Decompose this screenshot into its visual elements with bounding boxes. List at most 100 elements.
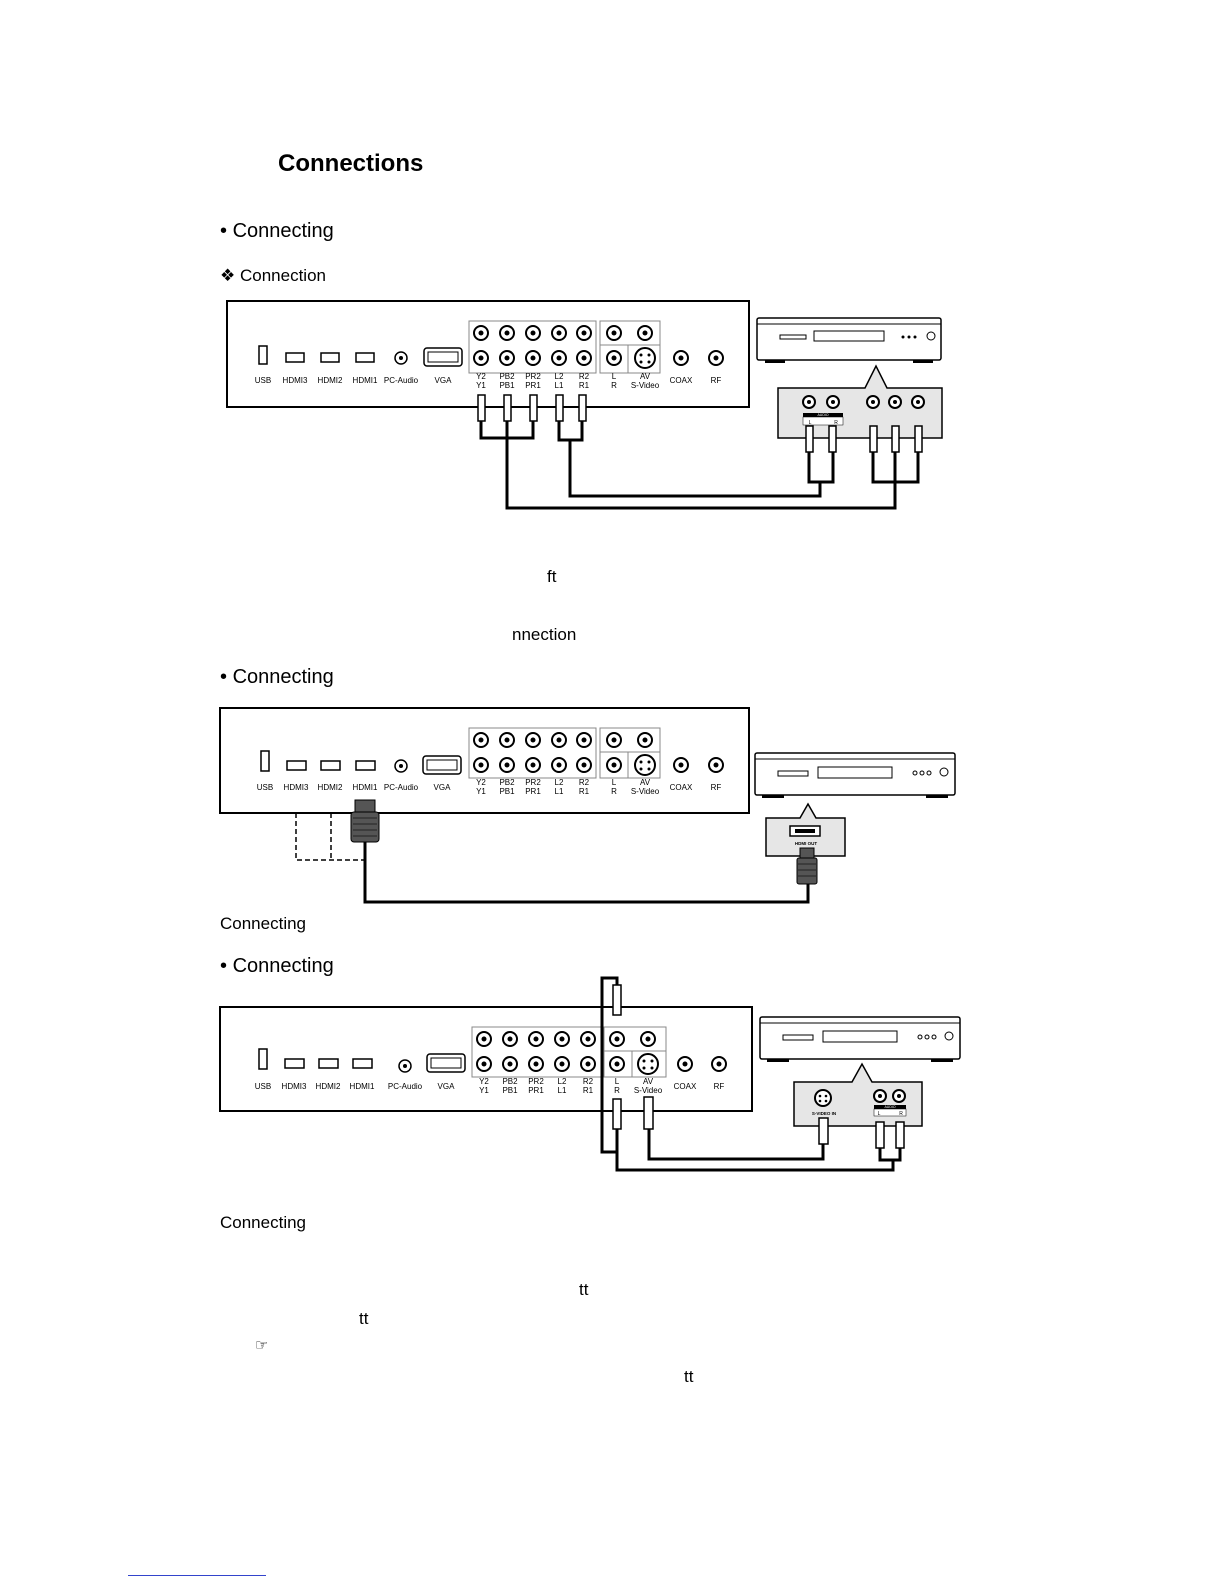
hdmi-out-label: HDMI OUT xyxy=(795,841,817,846)
section1-heading-text: Connecting xyxy=(232,220,334,242)
port-label-pc-audio: PC-Audio xyxy=(384,376,419,385)
section3-heading: • Connecting xyxy=(220,955,334,977)
jack-label-pb1: PB1 xyxy=(502,1086,518,1095)
jack-label-l2: L2 xyxy=(558,1077,567,1086)
port-label-hdmi1: HDMI1 xyxy=(350,1082,375,1091)
jack-label-rf: RF xyxy=(711,783,722,792)
jack-label-l1: L1 xyxy=(558,1086,567,1095)
jack-label-r: R xyxy=(614,1086,620,1095)
jack-label-y2: Y2 xyxy=(476,778,486,787)
dvd-player-3 xyxy=(759,1016,961,1062)
port-label-usb: USB xyxy=(257,783,273,792)
svideo-cables xyxy=(600,976,905,1172)
section3-fragment-a: tt xyxy=(579,1280,589,1299)
jack-label-r1: R1 xyxy=(579,787,590,796)
port-label-usb: USB xyxy=(255,1082,271,1091)
port-label-pc-audio: PC-Audio xyxy=(384,783,419,792)
page-title: Connections xyxy=(278,150,424,177)
section1-heading: • Connecting xyxy=(220,220,334,242)
port-label-pc-audio: PC-Audio xyxy=(388,1082,423,1091)
jack-label-y2: Y2 xyxy=(479,1077,489,1086)
section2-heading-text: Connecting xyxy=(232,666,334,688)
pointing-hand-icon: ☞ xyxy=(255,1336,269,1354)
section1-subheading: ❖ Connection xyxy=(220,266,326,286)
jack-label-r1: R1 xyxy=(583,1086,594,1095)
port-label-vga: VGA xyxy=(435,376,453,385)
port-label-vga: VGA xyxy=(434,783,452,792)
footer-link-underline[interactable] xyxy=(128,1575,266,1576)
port-label-hdmi3: HDMI3 xyxy=(282,1082,307,1091)
jack-label-y1: Y1 xyxy=(476,787,486,796)
jack-label-l: L xyxy=(615,1077,620,1086)
dvd-output-panel-2: HDMI OUT xyxy=(765,802,846,857)
jack-label-av: AV xyxy=(640,372,651,381)
jack-label-y2: Y2 xyxy=(476,372,486,381)
port-label-vga: VGA xyxy=(438,1082,456,1091)
dvd-player-2 xyxy=(754,752,956,798)
jack-label-pb1: PB1 xyxy=(499,381,515,390)
jack-label-l1: L1 xyxy=(555,787,564,796)
section2-caption: Connecting xyxy=(220,914,307,933)
jack-label-coax: COAX xyxy=(670,783,693,792)
dvd1-audio-l: L xyxy=(809,420,812,426)
jack-label-coax: COAX xyxy=(674,1082,697,1091)
tv-panel-1: USB HDMI3 HDMI2 HDMI1 PC-Audio VGA Y2 PB… xyxy=(255,320,724,390)
jack-label-l2: L2 xyxy=(555,778,564,787)
section2-heading: • Connecting xyxy=(220,666,334,688)
component-cables xyxy=(477,394,923,453)
diagram-hdmi: USB HDMI3 HDMI2 HDMI1 PC-Audio VGA Y2 PB… xyxy=(219,707,956,904)
section3-fragment-b: tt xyxy=(359,1309,369,1328)
jack-label-r2: R2 xyxy=(583,1077,594,1086)
dvd-player-1 xyxy=(756,317,942,363)
port-label-hdmi2: HDMI2 xyxy=(318,376,343,385)
port-label-hdmi3: HDMI3 xyxy=(283,376,308,385)
section3-heading-text: Connecting xyxy=(232,955,334,977)
jack-label-r2: R2 xyxy=(579,778,590,787)
jack-label-coax: COAX xyxy=(670,376,693,385)
port-label-hdmi2: HDMI2 xyxy=(316,1082,341,1091)
dvd3-audio-l: L xyxy=(878,1111,881,1117)
jack-label-pr1: PR1 xyxy=(528,1086,544,1095)
dvd3-audio-label: AUDIO xyxy=(884,1105,895,1109)
jack-label-r2: R2 xyxy=(579,372,590,381)
dvd1-audio-r: R xyxy=(834,420,838,426)
jack-label-l2: L2 xyxy=(555,372,564,381)
jack-label-rf: RF xyxy=(711,376,722,385)
jack-label-l1: L1 xyxy=(555,381,564,390)
jack-label-pr1: PR1 xyxy=(525,787,541,796)
jack-label-pr2: PR2 xyxy=(525,372,541,381)
jack-label-r: R xyxy=(611,787,617,796)
hdmi-cable xyxy=(295,799,818,904)
tv-panel-2: USB HDMI3 HDMI2 HDMI1 PC-Audio VGA Y2 PB… xyxy=(257,727,724,796)
section3-fragment-c: tt xyxy=(684,1367,694,1386)
section1-subheading-text: Connection xyxy=(239,266,326,285)
diagram-svideo: USB HDMI3 HDMI2 HDMI1 PC-Audio VGA Y2 PB… xyxy=(219,976,961,1172)
jack-label-l: L xyxy=(612,372,617,381)
dvd-output-panel-1: AUDIO L R xyxy=(777,364,943,439)
jack-label-pb2: PB2 xyxy=(499,372,515,381)
port-label-hdmi3: HDMI3 xyxy=(284,783,309,792)
jack-label-rf: RF xyxy=(714,1082,725,1091)
jack-label-r: R xyxy=(611,381,617,390)
jack-label-l: L xyxy=(612,778,617,787)
section1-fragment-b: nnection xyxy=(512,625,577,644)
port-label-usb: USB xyxy=(255,376,271,385)
diagram-component: USB HDMI3 HDMI2 HDMI1 PC-Audio VGA Y2 PB… xyxy=(226,300,943,510)
jack-label-pr2: PR2 xyxy=(528,1077,544,1086)
jack-label-y1: Y1 xyxy=(476,381,486,390)
dvd-output-panel-3: S-VIDEO IN AUDIO L R xyxy=(793,1062,923,1127)
section3-caption: Connecting xyxy=(220,1213,307,1232)
port-label-hdmi1: HDMI1 xyxy=(353,783,378,792)
port-label-hdmi1: HDMI1 xyxy=(353,376,378,385)
jack-label-pr1: PR1 xyxy=(525,381,541,390)
jack-label-av: AV xyxy=(643,1077,654,1086)
dvd1-audio-label: AUDIO xyxy=(817,413,828,417)
dvd3-audio-r: R xyxy=(899,1111,903,1117)
jack-label-pb2: PB2 xyxy=(499,778,515,787)
jack-label-r1: R1 xyxy=(579,381,590,390)
jack-label-pr2: PR2 xyxy=(525,778,541,787)
diamond-bullet-icon: ❖ xyxy=(220,266,236,285)
tv-panel-3: USB HDMI3 HDMI2 HDMI1 PC-Audio VGA Y2 PB… xyxy=(255,1026,727,1095)
jack-label-y1: Y1 xyxy=(479,1086,489,1095)
